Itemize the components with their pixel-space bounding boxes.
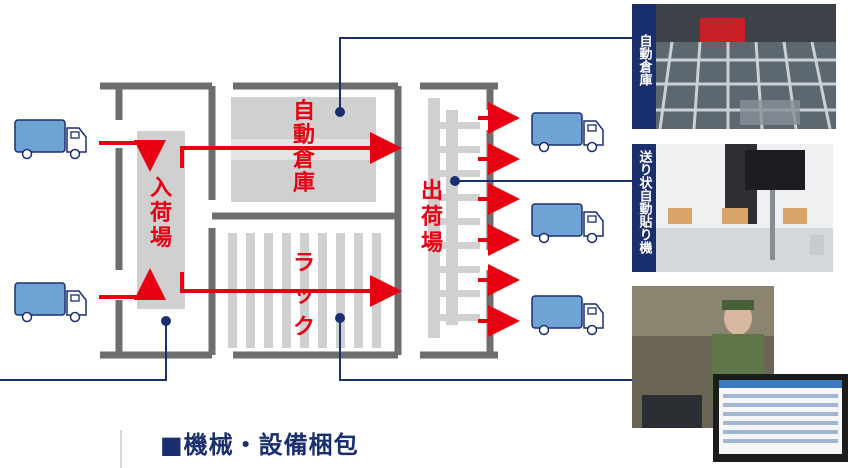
truck-icon	[531, 295, 604, 336]
connector-dots	[161, 107, 460, 326]
flow-arrows	[99, 102, 520, 337]
arrow-inbound-to-rack	[180, 272, 402, 307]
callout-auto-warehouse: 自動倉庫	[632, 4, 656, 129]
photo-worker	[632, 286, 774, 428]
label-rack: ラック	[293, 251, 315, 340]
section-heading: ■機械・設備梱包	[160, 431, 359, 459]
label-auto-warehouse: 自動倉庫	[292, 98, 316, 196]
callout-label-machine: 送り状自動貼り機	[632, 144, 656, 272]
photo-label-machine	[656, 144, 833, 272]
callout-auto-warehouse-text: 自動倉庫	[636, 34, 652, 86]
section-divider	[120, 430, 122, 468]
connector-dot-icon	[161, 316, 171, 326]
outbound-conveyor	[428, 98, 480, 338]
callout-label-machine-text: 送り状自動貼り機	[636, 150, 652, 254]
auto-warehouse-block-top	[231, 97, 376, 139]
connector-lines	[0, 37, 632, 381]
truck-icon	[14, 282, 87, 323]
photo-auto-warehouse	[656, 4, 836, 130]
truck-icon	[531, 112, 604, 153]
connector-dot-icon	[335, 107, 345, 117]
arrow-truck1-to-inbound	[99, 140, 166, 172]
arrow-inbound-to-auto	[180, 132, 402, 168]
truck-icon	[531, 203, 604, 244]
auto-warehouse-block-bottom	[231, 160, 376, 202]
label-inbound: 入荷場	[150, 176, 172, 251]
arrow-truck2-to-inbound	[99, 268, 166, 300]
photo-monitor	[713, 374, 848, 462]
connector-dot-icon	[335, 313, 345, 323]
connector-dot-icon	[450, 176, 460, 186]
zone-labels: 入荷場 自動倉庫 ラック 出荷場	[150, 98, 443, 340]
truck-icon	[14, 119, 87, 160]
label-outbound: 出荷場	[421, 179, 443, 256]
